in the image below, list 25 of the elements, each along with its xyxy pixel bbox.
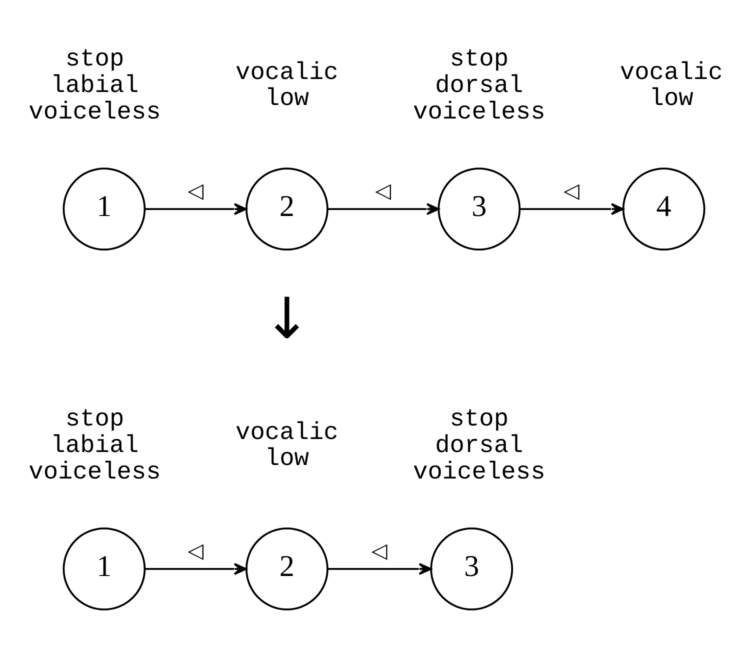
edge-label: ◁ — [564, 178, 580, 202]
node-circle: 2 — [246, 528, 328, 610]
arrow — [144, 203, 247, 216]
node-label: stop labial voiceless — [28, 46, 161, 126]
node-label: stop dorsal voiceless — [413, 406, 546, 486]
edge-label: ◁ — [188, 178, 204, 202]
arrow — [520, 203, 624, 216]
node-label: stop labial voiceless — [28, 406, 161, 486]
node-circle: 3 — [438, 168, 521, 251]
node-label: vocalic low — [236, 420, 338, 474]
node-label: vocalic low — [620, 60, 723, 114]
arrow — [144, 562, 247, 575]
node-label: stop dorsal voiceless — [413, 46, 546, 126]
edge-label: ◁ — [371, 538, 388, 562]
edge-label: ◁ — [375, 178, 392, 202]
node-circle: 4 — [622, 168, 706, 251]
node-circle: 2 — [246, 168, 328, 251]
arrow — [328, 203, 440, 216]
node-label: vocalic low — [236, 60, 338, 114]
node-circle: 1 — [62, 168, 146, 251]
node-circle: 1 — [62, 528, 146, 610]
node-circle: 3 — [430, 528, 514, 610]
label: ↓ — [263, 287, 311, 352]
edge-label: ◁ — [188, 538, 204, 562]
arrow — [328, 562, 432, 575]
